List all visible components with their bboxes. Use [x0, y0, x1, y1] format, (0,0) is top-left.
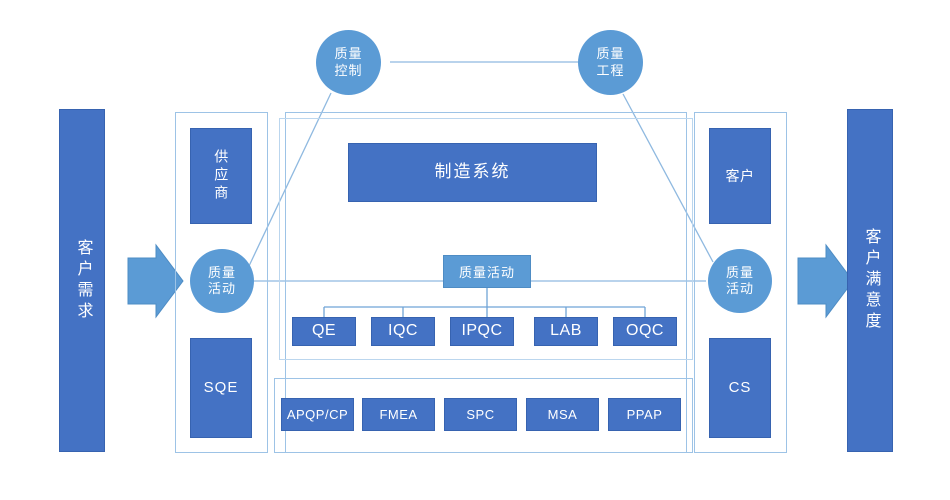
supplier-quality-activity-circle: 质量 活动 — [190, 249, 254, 313]
tool-box-msa: MSA — [526, 398, 599, 431]
tool-box-fmea: FMEA — [362, 398, 435, 431]
function-box-qe: QE — [292, 317, 356, 346]
function-box-lab: LAB — [534, 317, 598, 346]
supplier-activity-line1: 质量 — [207, 264, 236, 280]
quality-engineering-circle: 质量 工程 — [578, 30, 643, 95]
tool-box-ppap: PPAP — [608, 398, 681, 431]
tool-box-spc: SPC — [444, 398, 517, 431]
function-box-iqc: IQC — [371, 317, 435, 346]
tools-frame — [274, 378, 693, 453]
manufacturing-inner-frame — [279, 118, 693, 360]
sqe-block: SQE — [190, 338, 252, 438]
customer-satisfaction-bar: 客户满意度 — [847, 109, 893, 452]
manufacturing-system-block: 制造系统 — [348, 143, 597, 202]
cs-block: CS — [709, 338, 771, 438]
customer-block: 客户 — [709, 128, 771, 224]
function-box-ipqc: IPQC — [450, 317, 514, 346]
quality-control-line2: 控制 — [334, 62, 363, 78]
quality-activity-chip: 质量活动 — [443, 255, 531, 288]
output-arrow-icon — [797, 243, 854, 319]
function-box-oqc: OQC — [613, 317, 677, 346]
supplier-activity-line2: 活动 — [207, 281, 236, 296]
quality-engineering-line2: 工程 — [596, 62, 625, 78]
quality-engineering-line1: 质量 — [596, 46, 625, 62]
customer-activity-line1: 质量 — [725, 264, 754, 280]
customer-activity-line2: 活动 — [725, 281, 754, 296]
supplier-block: 供应商 — [190, 128, 252, 224]
customer-quality-activity-circle: 质量 活动 — [708, 249, 772, 313]
quality-control-line1: 质量 — [334, 46, 363, 62]
quality-control-circle: 质量 控制 — [316, 30, 381, 95]
customer-column-frame — [694, 112, 787, 453]
tool-box-apqp-cp: APQP/CP — [281, 398, 354, 431]
customer-requirement-bar: 客户需求 — [59, 109, 105, 452]
supplier-column-frame — [175, 112, 268, 453]
